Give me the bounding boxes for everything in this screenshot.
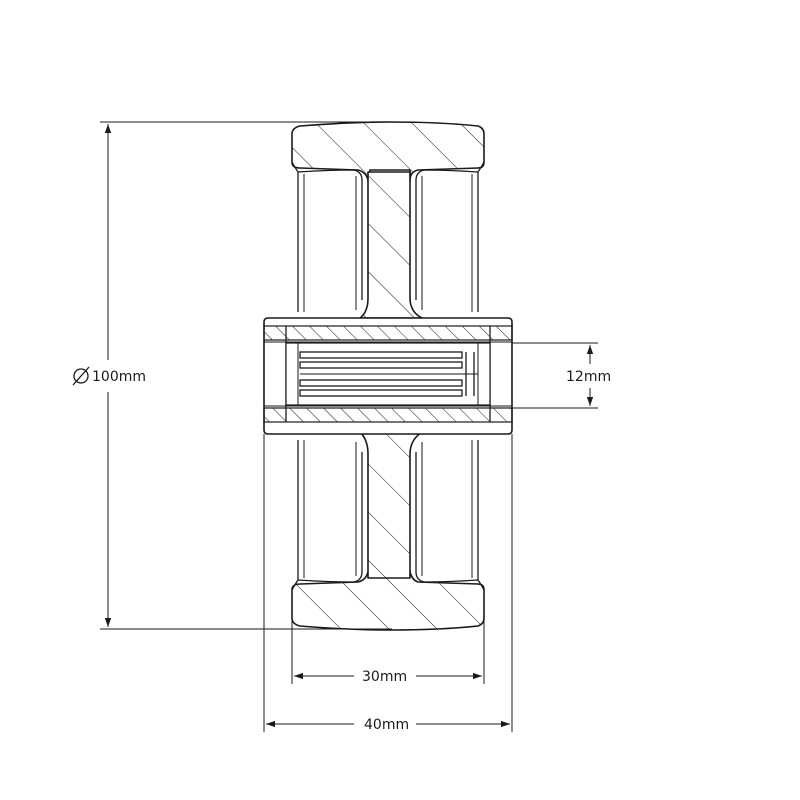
wheel-web-upper [359, 171, 423, 319]
tread-top [291, 121, 485, 181]
wheel-side-outline [291, 161, 485, 591]
wheel-web-lower [359, 431, 423, 579]
diameter-symbol-icon [72, 366, 90, 386]
dimension-bore: 12mm [512, 342, 611, 409]
diameter-label: 100mm [92, 369, 146, 385]
bore-label: 12mm [566, 369, 611, 385]
hub-length-label: 40mm [364, 717, 409, 733]
dimension-hub-length: 40mm [263, 434, 513, 733]
dimension-diameter: 100mm [72, 121, 392, 630]
tread-bottom [291, 571, 485, 631]
dimension-tread-width: 30mm [291, 596, 485, 685]
roller-bearing [285, 342, 491, 406]
tread-width-label: 30mm [362, 669, 407, 685]
